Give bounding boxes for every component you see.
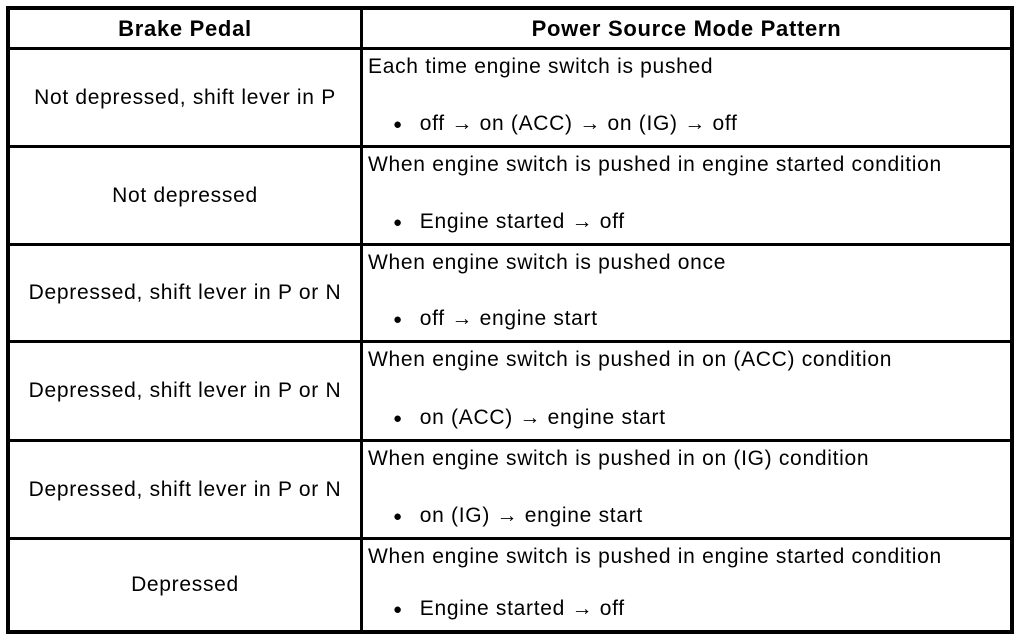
column-header-brake-pedal: Brake Pedal xyxy=(118,15,252,41)
pattern-cell: When engine switch is pushed in engine s… xyxy=(360,537,1010,630)
pattern-cell: Each time engine switch is pushed ● off … xyxy=(360,47,1010,145)
brake-pedal-cell: Depressed xyxy=(10,537,360,630)
bullet-icon: ● xyxy=(393,310,403,328)
condition-text: When engine switch is pushed in on (IG) … xyxy=(368,447,870,470)
pattern-text: Engine started → off xyxy=(419,210,625,233)
pattern-cell: When engine switch is pushed once ● off … xyxy=(360,243,1010,340)
pattern-line: ● Engine started → off xyxy=(393,597,625,621)
pattern-cell: When engine switch is pushed in on (IG) … xyxy=(360,439,1010,537)
brake-pedal-cell: Depressed, shift lever in P or N xyxy=(10,439,360,537)
bullet-icon: ● xyxy=(393,600,403,618)
condition-text: When engine switch is pushed in engine s… xyxy=(368,153,942,176)
column-header-power-source-mode-pattern: Power Source Mode Pattern xyxy=(360,10,1010,47)
pattern-line: ● on (ACC) → engine start xyxy=(393,406,666,430)
pattern-text: on (ACC) → engine start xyxy=(419,406,666,429)
bullet-icon: ● xyxy=(393,409,403,427)
pattern-line: ● off → engine start xyxy=(393,307,598,331)
condition-text: When engine switch is pushed once xyxy=(368,251,727,274)
pattern-text: on (IG) → engine start xyxy=(419,504,643,527)
bullet-icon: ● xyxy=(393,115,403,133)
pattern-text: off → on (ACC) → on (IG) → off xyxy=(419,112,738,135)
pattern-cell: When engine switch is pushed in on (ACC)… xyxy=(360,340,1010,439)
condition-text: When engine switch is pushed in on (ACC)… xyxy=(368,348,893,371)
pattern-cell: When engine switch is pushed in engine s… xyxy=(360,145,1010,243)
condition-text: When engine switch is pushed in engine s… xyxy=(368,545,942,568)
brake-pedal-cell: Not depressed xyxy=(10,145,360,243)
bullet-icon: ● xyxy=(393,507,403,525)
pattern-text: Engine started → off xyxy=(419,597,625,620)
pattern-text: off → engine start xyxy=(419,307,598,330)
brake-pedal-cell: Depressed, shift lever in P or N xyxy=(10,340,360,439)
pattern-line: ● off → on (ACC) → on (IG) → off xyxy=(393,112,738,136)
power-source-mode-table: Brake Pedal Power Source Mode Pattern No… xyxy=(6,6,1014,634)
brake-pedal-cell: Depressed, shift lever in P or N xyxy=(10,243,360,340)
bullet-icon: ● xyxy=(393,213,403,231)
condition-text: Each time engine switch is pushed xyxy=(368,55,714,78)
brake-pedal-cell: Not depressed, shift lever in P xyxy=(10,47,360,145)
pattern-line: ● on (IG) → engine start xyxy=(393,504,643,528)
pattern-line: ● Engine started → off xyxy=(393,210,625,234)
